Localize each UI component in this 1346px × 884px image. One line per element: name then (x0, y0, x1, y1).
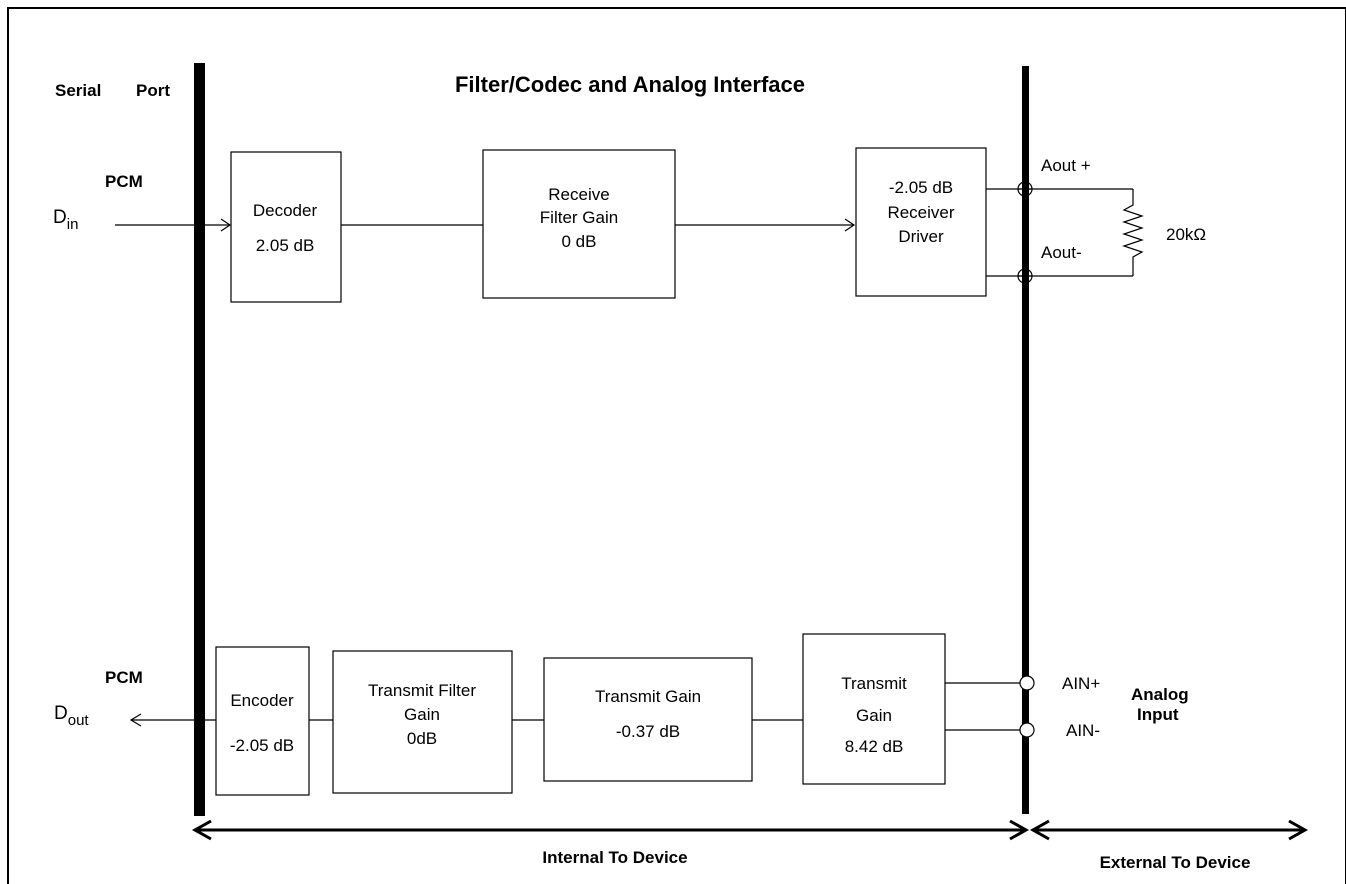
ain-minus-terminal (1019, 722, 1035, 738)
dout-arrowhead (129, 713, 142, 727)
ain-plus-label: AIN+ (1062, 674, 1100, 693)
analog-input-line2: Input (1137, 705, 1179, 724)
receiver-driver-line1: Receiver (887, 203, 954, 222)
transmit-gain-2-line1: Transmit (841, 674, 907, 693)
driver-arrowhead (844, 218, 856, 232)
diagram-frame (7, 7, 1346, 884)
diagram-title: Filter/Codec and Analog Interface (455, 72, 805, 97)
transmit-filter-block (332, 650, 513, 794)
encoder-block (215, 646, 310, 796)
receive-filter-line2: Filter Gain (540, 208, 618, 227)
aout-minus-label: Aout- (1041, 243, 1082, 262)
pcm-in-label: PCM (105, 172, 143, 191)
din-label: Din (53, 207, 78, 233)
decoder-block (230, 151, 342, 303)
serial-port-boundary (194, 63, 205, 816)
transmit-gain-block-1 (543, 657, 753, 782)
external-span-label: External To Device (1100, 853, 1251, 872)
transmit-gain-2-line2: Gain (856, 706, 892, 725)
dout-label: Dout (54, 703, 89, 729)
transmit-gain-1-label: Transmit Gain (595, 687, 701, 706)
aout-plus-label: Aout + (1041, 156, 1091, 175)
receiver-driver-block (855, 147, 987, 297)
transmit-filter-gain: 0dB (407, 729, 437, 748)
analog-input-line1: Analog (1131, 685, 1189, 704)
receiver-driver-line2: Driver (898, 227, 944, 246)
internal-span-label: Internal To Device (542, 848, 687, 867)
decoder-gain: 2.05 dB (256, 236, 315, 255)
receive-filter-gain: 0 dB (562, 232, 597, 251)
external-span-arrow-left (1029, 819, 1050, 841)
transmit-gain-2-value: 8.42 dB (845, 737, 904, 756)
receive-filter-line1: Receive (548, 185, 609, 204)
internal-span-arrow-right (1009, 819, 1030, 841)
encoder-label: Encoder (230, 691, 294, 710)
load-resistance-label: 20kΩ (1166, 225, 1206, 244)
ain-plus-terminal (1019, 675, 1035, 691)
port-label: Port (136, 81, 170, 100)
decoder-label: Decoder (253, 201, 318, 220)
transmit-filter-line1: Transmit Filter (368, 681, 476, 700)
internal-span-arrow-left (191, 819, 212, 841)
external-span-arrow-right (1288, 819, 1309, 841)
receiver-driver-gain: -2.05 dB (889, 178, 953, 197)
transmit-filter-line2: Gain (404, 705, 440, 724)
receive-filter-block (482, 149, 676, 299)
device-boundary (1022, 66, 1029, 814)
serial-label: Serial (55, 81, 101, 100)
transmit-gain-block-2 (802, 633, 946, 785)
din-arrowhead (220, 218, 232, 232)
transmit-gain-1-value: -0.37 dB (616, 722, 680, 741)
pcm-out-label: PCM (105, 668, 143, 687)
ain-minus-label: AIN- (1066, 721, 1100, 740)
encoder-gain: -2.05 dB (230, 736, 294, 755)
load-resistor (1122, 189, 1144, 276)
